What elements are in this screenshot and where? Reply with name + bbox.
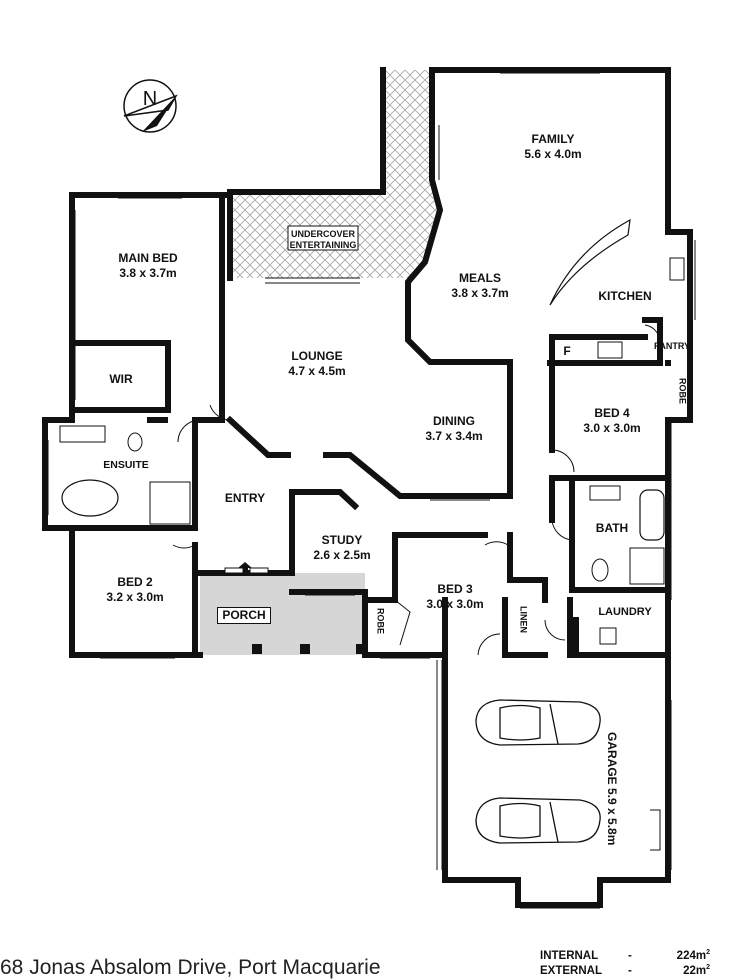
room-robe-bed3-name: ROBE: [375, 608, 386, 635]
room-meals-name: MEALS: [459, 271, 501, 285]
room-family-name: FAMILY: [531, 132, 575, 146]
room-wir-name: WIR: [109, 372, 133, 386]
room-kitchen-name: KITCHEN: [598, 289, 652, 303]
room-ensuite: ENSUITE: [96, 459, 156, 472]
compass-icon: [123, 79, 178, 133]
room-entry: ENTRY: [215, 491, 275, 506]
room-pantry: PANTRY: [650, 341, 694, 352]
external-label: EXTERNAL: [540, 964, 602, 977]
room-main-bed-name: MAIN BED: [118, 251, 178, 265]
room-dining: DINING 3.7 x 3.4m: [414, 414, 494, 444]
room-linen-name: LINEN: [518, 606, 529, 633]
external-value: 22m: [683, 964, 707, 977]
car-icon: [475, 699, 601, 746]
room-bed2: BED 2 3.2 x 3.0m: [95, 575, 175, 605]
room-undercover-name2: ENTERTAINING: [289, 240, 357, 251]
undercover-sign: [287, 225, 359, 251]
room-bed3: BED 3 3.0 x 3.0m: [415, 582, 495, 612]
external-separator: -: [628, 964, 632, 977]
room-robe-bed3: ROBE: [374, 608, 385, 634]
deck-area: [230, 70, 440, 278]
room-study: STUDY 2.6 x 2.5m: [300, 533, 384, 563]
room-porch-name: PORCH: [222, 608, 266, 622]
room-main-bed-dim: 3.8 x 3.7m: [119, 266, 177, 280]
room-bed3-dim: 3.0 x 3.0m: [426, 597, 484, 611]
room-undercover-name: UNDERCOVER: [290, 229, 355, 239]
room-study-dim: 2.6 x 2.5m: [313, 548, 371, 562]
room-undercover: UNDERCOVER ENTERTAINING: [288, 229, 358, 252]
external-value-wrap: 22m2: [658, 964, 710, 977]
room-entry-name: ENTRY: [224, 491, 266, 505]
internal-value-wrap: 224m2: [658, 949, 710, 962]
room-porch: PORCH: [217, 607, 271, 624]
room-garage-dim: 5.9 x 5.8m: [605, 788, 619, 846]
room-family: FAMILY 5.6 x 4.0m: [513, 132, 593, 162]
external-unit-sup: 2: [706, 964, 710, 972]
room-robe-bed4: ROBE: [676, 378, 687, 404]
room-fridge-name: F: [563, 344, 571, 358]
room-dining-name: DINING: [433, 414, 475, 428]
room-wir: WIR: [106, 372, 136, 387]
room-laundry: LAUNDRY: [592, 606, 658, 620]
room-study-name: STUDY: [321, 533, 363, 547]
room-meals: MEALS 3.8 x 3.7m: [440, 271, 520, 301]
room-main-bed: MAIN BED 3.8 x 3.7m: [108, 251, 188, 281]
room-bed2-dim: 3.2 x 3.0m: [106, 590, 164, 604]
room-pantry-name: PANTRY: [654, 341, 690, 351]
internal-unit-sup: 2: [706, 949, 710, 957]
compass-letter: N: [142, 88, 158, 110]
room-meals-dim: 3.8 x 3.7m: [451, 286, 509, 300]
compass-label: N: [141, 87, 159, 112]
kitchen-island: [549, 218, 631, 306]
room-laundry-name: LAUNDRY: [598, 606, 652, 618]
car-icon: [475, 797, 601, 844]
room-family-dim: 5.6 x 4.0m: [524, 147, 582, 161]
ensuite-bath: [61, 479, 119, 517]
internal-label: INTERNAL: [540, 949, 599, 962]
room-lounge: LOUNGE 4.7 x 4.5m: [272, 349, 362, 379]
room-linen: LINEN: [517, 606, 528, 633]
area-summary: INTERNAL - 224m2 EXTERNAL - 22m2: [540, 948, 710, 978]
room-bed4-dim: 3.0 x 3.0m: [583, 421, 641, 435]
internal-separator: -: [628, 949, 632, 962]
property-address: 68 Jonas Absalom Drive, Port Macquarie: [0, 956, 381, 979]
room-robe-bed4-name: ROBE: [677, 378, 688, 405]
room-bath-name: BATH: [595, 521, 629, 535]
room-kitchen: KITCHEN: [590, 289, 660, 304]
room-bed4-name: BED 4: [594, 406, 630, 420]
room-bed3-name: BED 3: [437, 582, 473, 596]
room-garage: GARAGE 5.9 x 5.8m: [604, 732, 619, 845]
bath-tub: [639, 489, 665, 541]
room-ensuite-name: ENSUITE: [103, 459, 149, 471]
internal-value: 224m: [676, 949, 707, 962]
room-dining-dim: 3.7 x 3.4m: [425, 429, 483, 443]
room-lounge-name: LOUNGE: [291, 349, 343, 363]
room-bed2-name: BED 2: [117, 575, 153, 589]
room-bath: BATH: [587, 521, 637, 536]
entry-arrow-icon: [238, 562, 252, 575]
room-fridge: F: [560, 344, 574, 359]
room-bed4: BED 4 3.0 x 3.0m: [572, 406, 652, 436]
room-lounge-dim: 4.7 x 4.5m: [288, 364, 346, 378]
room-garage-name: GARAGE: [605, 732, 619, 785]
